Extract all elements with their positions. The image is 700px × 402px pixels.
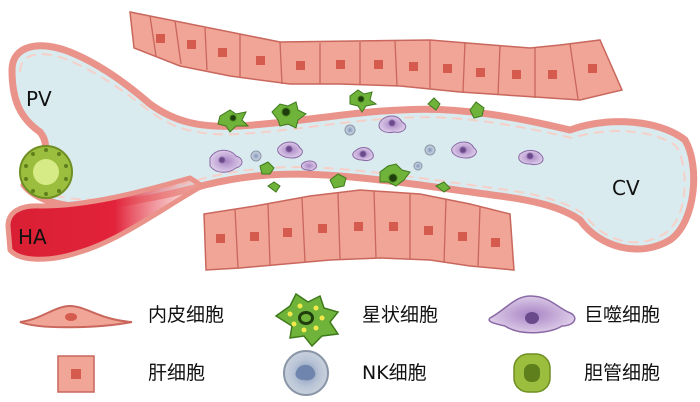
stellate-cell-icon bbox=[435, 181, 451, 193]
hepatic-artery bbox=[5, 175, 205, 262]
hepatic-artery-label: HA bbox=[18, 225, 47, 249]
lower-hepatocyte-plate bbox=[203, 189, 515, 271]
legend-label-cholangiocyte: 胆管细胞 bbox=[584, 362, 661, 384]
stellate-cell-icon bbox=[271, 101, 307, 129]
legend-macrophage-icon bbox=[488, 295, 576, 334]
stellate-cell-icon bbox=[217, 109, 250, 133]
central-vein-label: CV bbox=[612, 176, 640, 200]
macrophage-cell-icon bbox=[352, 147, 374, 161]
stellate-cell-icon bbox=[349, 89, 378, 113]
nk-cell-icon bbox=[250, 150, 262, 162]
stellate-cell-icon bbox=[469, 101, 485, 119]
legend-label-endothelial: 内皮细胞 bbox=[148, 304, 225, 326]
stellate-cell-icon bbox=[259, 161, 275, 175]
legend-hepatocyte-icon bbox=[57, 355, 95, 393]
legend-label-nk: NK细胞 bbox=[362, 362, 427, 384]
bile-duct-icon bbox=[19, 145, 73, 199]
legend-endothelial-icon bbox=[19, 304, 133, 329]
nk-cells bbox=[250, 124, 436, 171]
nk-cell-icon bbox=[424, 144, 436, 156]
portal-vein-label: PV bbox=[26, 87, 52, 111]
stellate-cell-icon bbox=[267, 181, 281, 193]
macrophage-cell-icon bbox=[301, 160, 317, 171]
macrophage-cell-icon bbox=[277, 141, 303, 159]
stellate-cell-icon bbox=[329, 173, 347, 189]
legend-stellate-icon bbox=[274, 292, 340, 348]
legend-nk-icon bbox=[283, 350, 329, 396]
legend bbox=[19, 292, 576, 396]
stellate-cell-icon bbox=[379, 163, 411, 187]
legend-label-stellate: 星状细胞 bbox=[362, 304, 439, 326]
macrophage-cell-icon bbox=[451, 141, 477, 159]
upper-hepatocyte-plate bbox=[129, 11, 624, 101]
macrophage-cells bbox=[209, 115, 544, 173]
stellate-cell-icon bbox=[427, 97, 441, 111]
legend-label-macrophage: 巨噬细胞 bbox=[584, 304, 661, 326]
stellate-cells bbox=[217, 89, 485, 193]
legend-cholangiocyte-icon bbox=[513, 353, 551, 393]
nk-cell-icon bbox=[344, 124, 356, 136]
macrophage-cell-icon bbox=[209, 149, 243, 173]
legend-label-hepatocyte: 肝细胞 bbox=[148, 362, 206, 384]
macrophage-cell-icon bbox=[378, 115, 407, 133]
nk-cell-icon bbox=[413, 161, 423, 171]
macrophage-cell-icon bbox=[518, 149, 544, 165]
